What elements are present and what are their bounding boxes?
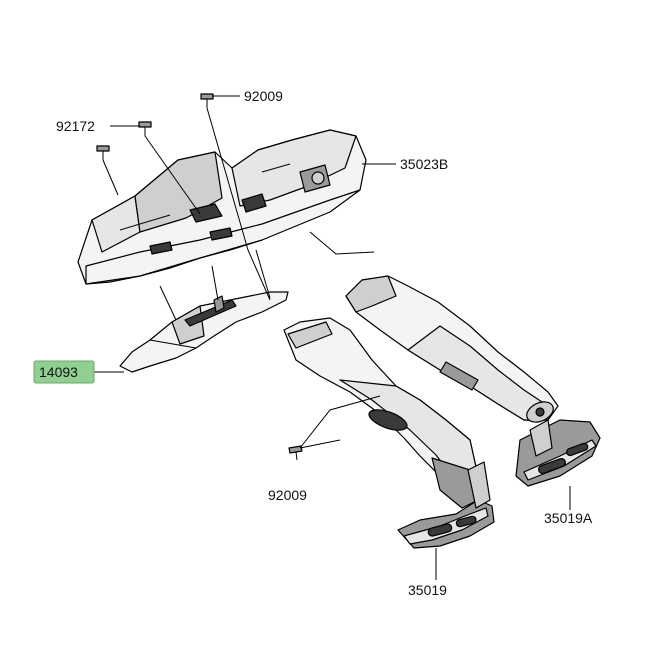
part-number-92009-bottom[interactable]: 92009 [268, 487, 307, 503]
part-highlight-14093 [33, 360, 95, 384]
part-number-35019A[interactable]: 35019A [544, 510, 593, 526]
leader-lines [94, 95, 571, 580]
mount-bracket-35019 [397, 461, 495, 549]
screw-icon [96, 145, 110, 160]
part-number-35023B[interactable]: 35023B [400, 156, 448, 172]
screw-icon [288, 445, 303, 461]
under-tray-14093 [119, 291, 289, 373]
side-housing [345, 275, 559, 423]
mount-bracket-35019A [515, 419, 601, 487]
part-number-35019[interactable]: 35019 [408, 582, 447, 598]
part-number-92172[interactable]: 92172 [56, 118, 95, 134]
part-number-92009-top[interactable]: 92009 [244, 88, 283, 104]
part-number-14093[interactable]: 14093 [39, 364, 78, 380]
center-housing [283, 317, 479, 509]
screw-icon [200, 93, 214, 108]
screw-icon [138, 121, 152, 136]
rear-tray-35023B [77, 129, 367, 285]
